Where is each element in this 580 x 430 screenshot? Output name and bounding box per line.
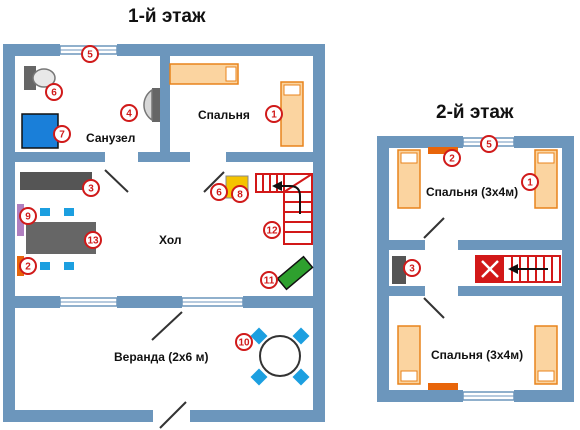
- marker: 4: [120, 104, 138, 122]
- radiator-icon: [428, 383, 458, 390]
- bed-icon: [169, 63, 239, 85]
- marker-number: 7: [59, 130, 65, 141]
- fireplace-icon: [276, 255, 314, 291]
- door-swing: [159, 401, 187, 429]
- door-swing: [104, 169, 129, 193]
- wall: [389, 286, 425, 296]
- wall: [377, 136, 463, 148]
- marker: 5: [81, 45, 99, 63]
- sofa-icon: [20, 172, 92, 190]
- marker-number: 6: [216, 188, 222, 199]
- marker-number: 1: [271, 110, 277, 121]
- staircase-icon: [255, 173, 313, 245]
- room-label-hall: Хол: [159, 233, 182, 247]
- marker: 13: [84, 231, 102, 249]
- room-label-bedroom-upper: Спальня (3х4м): [426, 185, 519, 199]
- wall: [117, 44, 270, 56]
- wall: [514, 136, 574, 148]
- wall: [270, 44, 325, 56]
- marker-number: 9: [25, 212, 31, 223]
- marker-number: 5: [486, 140, 492, 151]
- door-swing: [423, 297, 445, 319]
- marker-number: 8: [237, 190, 243, 201]
- marker: 3: [82, 179, 100, 197]
- marker-number: 3: [409, 264, 415, 275]
- wall: [3, 296, 60, 308]
- floor-1-plan: 5 6 4 7 1 3 6 8 9 13 12 2 11 10: [3, 44, 325, 429]
- marker: 7: [53, 125, 71, 143]
- marker-number: 4: [126, 109, 132, 120]
- wall: [3, 410, 153, 422]
- room-label-bedroom-lower: Спальня (3х4м): [431, 348, 524, 362]
- marker: 6: [45, 83, 63, 101]
- floor-2-plan: 2 5 1 3: [377, 135, 574, 402]
- marker-number: 2: [25, 262, 31, 273]
- door-swing: [203, 171, 225, 193]
- bed-icon: [534, 325, 558, 385]
- toilet-icon: [24, 66, 56, 90]
- wall: [117, 296, 182, 308]
- floor-2-title: 2-й этаж: [436, 102, 514, 123]
- wall: [160, 56, 170, 162]
- marker: 9: [19, 207, 37, 225]
- door-swing: [423, 217, 445, 239]
- bed-icon: [397, 325, 421, 385]
- staircase-icon: [475, 255, 561, 283]
- marker-number: 3: [88, 184, 94, 195]
- marker-number: 5: [87, 50, 93, 61]
- bed-icon: [397, 149, 421, 209]
- marker-number: 11: [264, 276, 275, 287]
- marker: 2: [443, 149, 461, 167]
- marker: 1: [521, 173, 539, 191]
- wall: [226, 152, 325, 162]
- marker: 5: [480, 135, 498, 153]
- wall: [313, 44, 325, 422]
- room-label-bedroom: Спальня: [198, 108, 250, 122]
- marker: 11: [260, 271, 278, 289]
- marker-number: 6: [51, 88, 57, 99]
- wall: [389, 240, 425, 250]
- wall: [562, 136, 574, 402]
- marker-number: 1: [527, 178, 533, 189]
- wall: [3, 44, 15, 422]
- marker-number: 2: [449, 154, 455, 165]
- marker-number: 10: [238, 338, 250, 349]
- room-label-veranda: Веранда (2х6 м): [114, 350, 209, 364]
- sink-icon: [143, 88, 160, 122]
- marker: 10: [235, 333, 253, 351]
- wall: [377, 136, 389, 402]
- marker-number: 12: [266, 226, 278, 237]
- wall: [243, 296, 325, 308]
- marker: 2: [19, 257, 37, 275]
- wall: [458, 286, 562, 296]
- bed-icon: [280, 81, 304, 147]
- wall: [514, 390, 574, 402]
- wall: [3, 44, 60, 56]
- wall: [377, 390, 463, 402]
- marker: 12: [263, 221, 281, 239]
- marker: 6: [210, 183, 228, 201]
- marker-number: 13: [87, 236, 99, 247]
- bathtub-icon: [21, 113, 59, 149]
- marker: 3: [403, 259, 421, 277]
- door-swing: [151, 311, 183, 341]
- floor-1-title: 1-й этаж: [128, 6, 206, 27]
- radiator-icon: [428, 147, 458, 154]
- wall: [190, 410, 325, 422]
- round-table-icon: [250, 327, 310, 386]
- marker: 8: [231, 185, 249, 203]
- wall: [15, 152, 105, 162]
- wall: [458, 240, 562, 250]
- room-label-bathroom: Санузел: [86, 131, 136, 145]
- marker: 1: [265, 105, 283, 123]
- bed-icon: [534, 149, 558, 209]
- cabinet-icon: [392, 256, 406, 284]
